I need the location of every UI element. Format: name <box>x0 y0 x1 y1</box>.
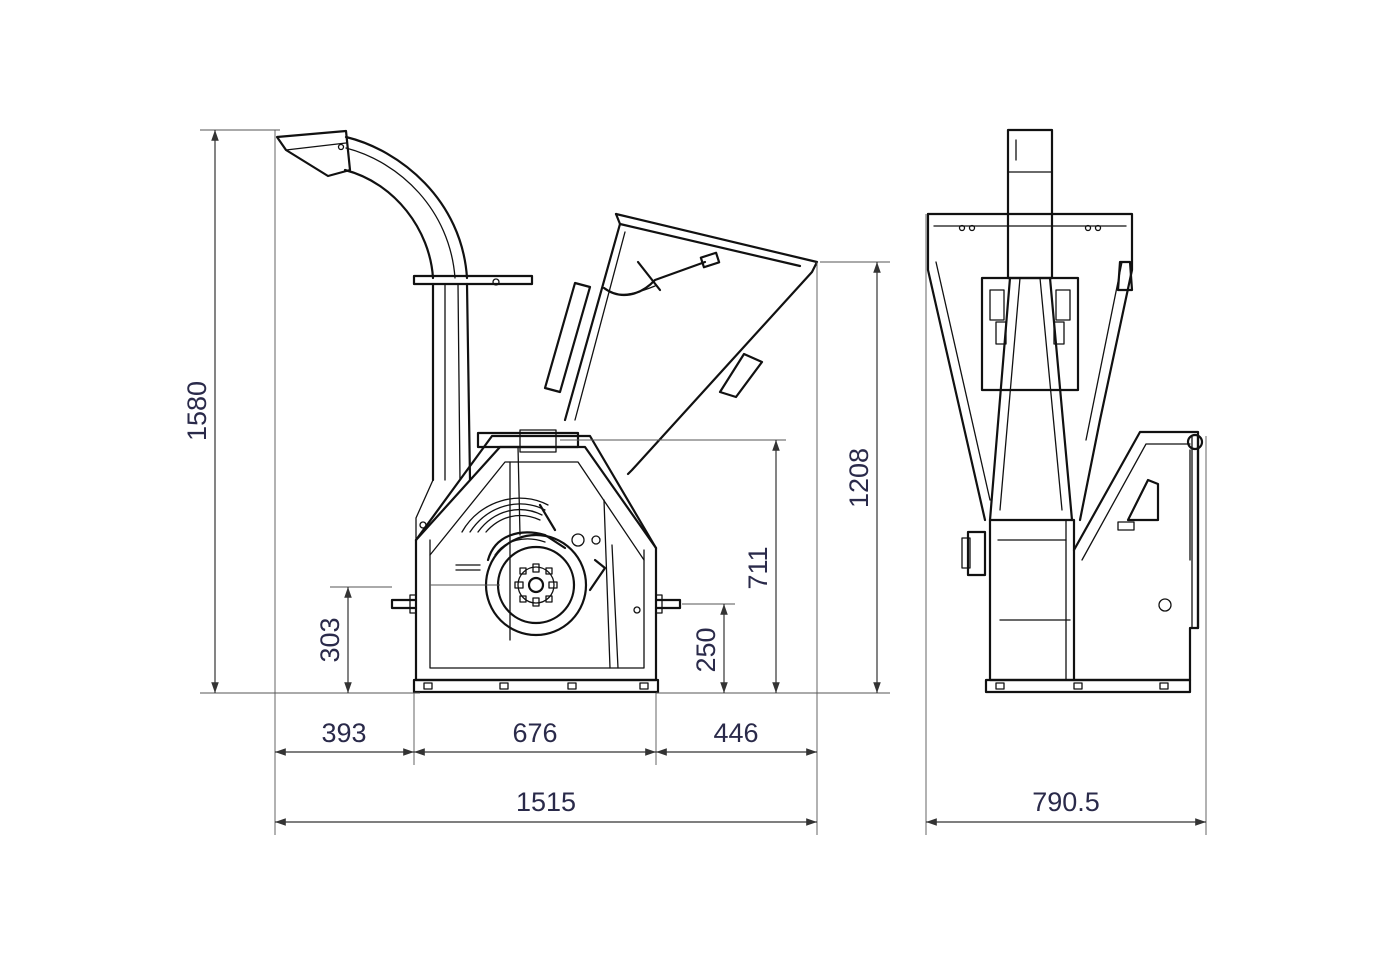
dim-right-offset: 446 <box>713 718 758 748</box>
dim-left-axle-height: 303 <box>315 617 345 662</box>
dimension-lines <box>200 129 1207 835</box>
dim-hopper-height: 1208 <box>844 448 874 508</box>
dim-overall-height: 1580 <box>182 381 212 441</box>
dim-right-axle-height: 250 <box>691 627 721 672</box>
dim-side-width: 790.5 <box>1032 787 1100 817</box>
dim-inlet-height: 711 <box>743 546 773 589</box>
front-view <box>275 129 819 694</box>
dim-overall-length: 1515 <box>516 787 576 817</box>
dim-left-offset: 393 <box>321 718 366 748</box>
dim-frame-width: 676 <box>512 718 557 748</box>
side-view <box>926 128 1204 694</box>
